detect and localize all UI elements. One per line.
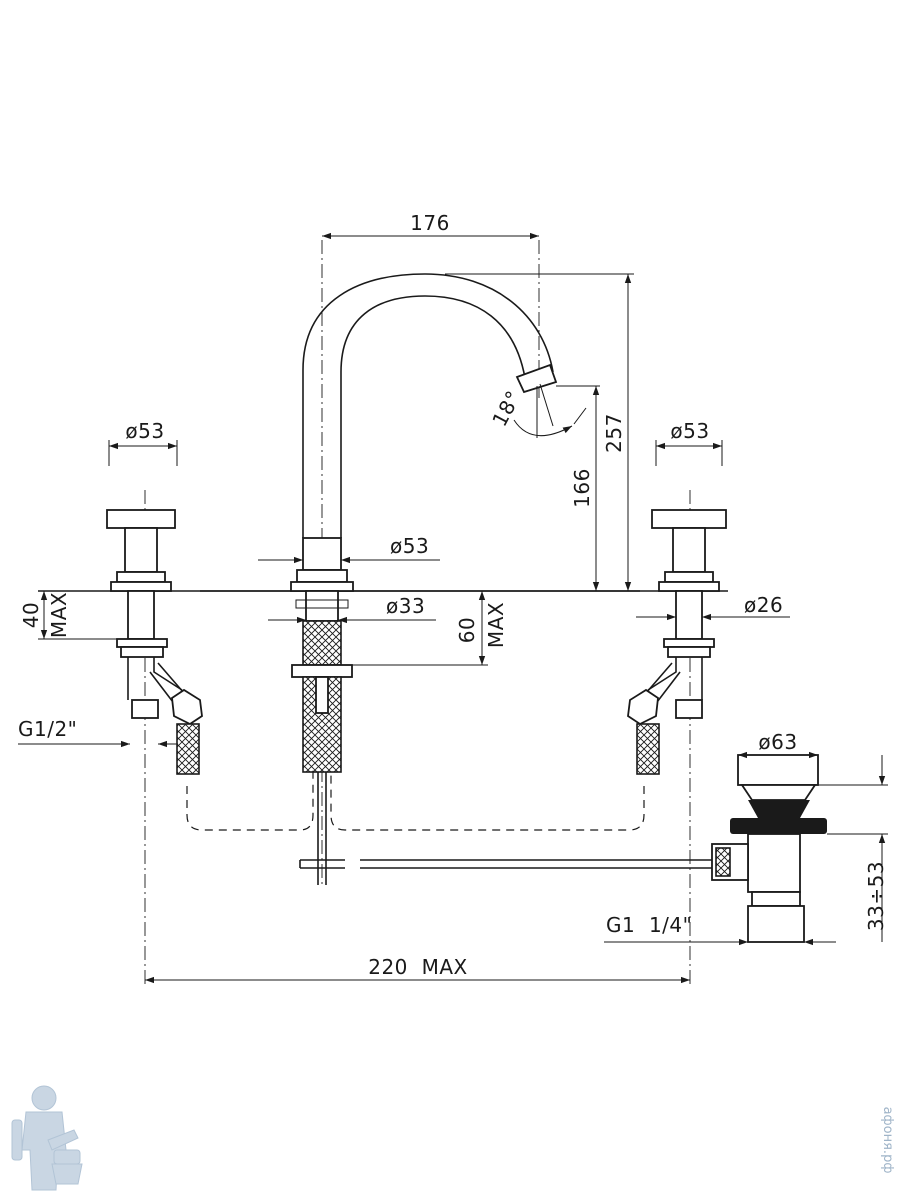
- dim-deck-60-unit: MAX: [484, 602, 508, 648]
- right-valve: [627, 509, 727, 775]
- plumber-logo: [11, 1085, 83, 1191]
- pop-up-waste: [711, 754, 827, 943]
- dim-waste-range: 33÷53: [864, 861, 888, 931]
- dim-shank-diameter: ø33: [386, 594, 425, 618]
- dim-left-handle-diameter: ø53: [125, 419, 164, 443]
- dim-deck-60-value: 60: [455, 617, 479, 643]
- dim-deck-40-value: 40: [19, 602, 43, 628]
- spout: [290, 273, 558, 885]
- dim-waste-diameter: ø63: [758, 730, 797, 754]
- dim-height-outlet: 166: [570, 468, 594, 508]
- hose-right: [330, 770, 645, 831]
- dim-spout-reach: 176: [410, 211, 450, 235]
- dim-right-handle-diameter: ø53: [670, 419, 709, 443]
- hose-left: [186, 770, 314, 831]
- left-valve: [106, 509, 203, 775]
- dim-height-total: 257: [602, 413, 626, 453]
- watermark-text: афоня.рф: [880, 1107, 895, 1174]
- dim-spacing-max: 220 MAX: [368, 955, 468, 979]
- dim-inlet-thread: G1/2": [18, 717, 77, 741]
- dim-angle: 18°: [487, 386, 526, 430]
- dim-valve-shank-diameter: ø26: [744, 593, 783, 617]
- dim-spout-base-diameter: ø53: [390, 534, 429, 558]
- dim-waste-thread: G1 1/4": [606, 913, 692, 937]
- dim-deck-40-unit: MAX: [47, 592, 71, 638]
